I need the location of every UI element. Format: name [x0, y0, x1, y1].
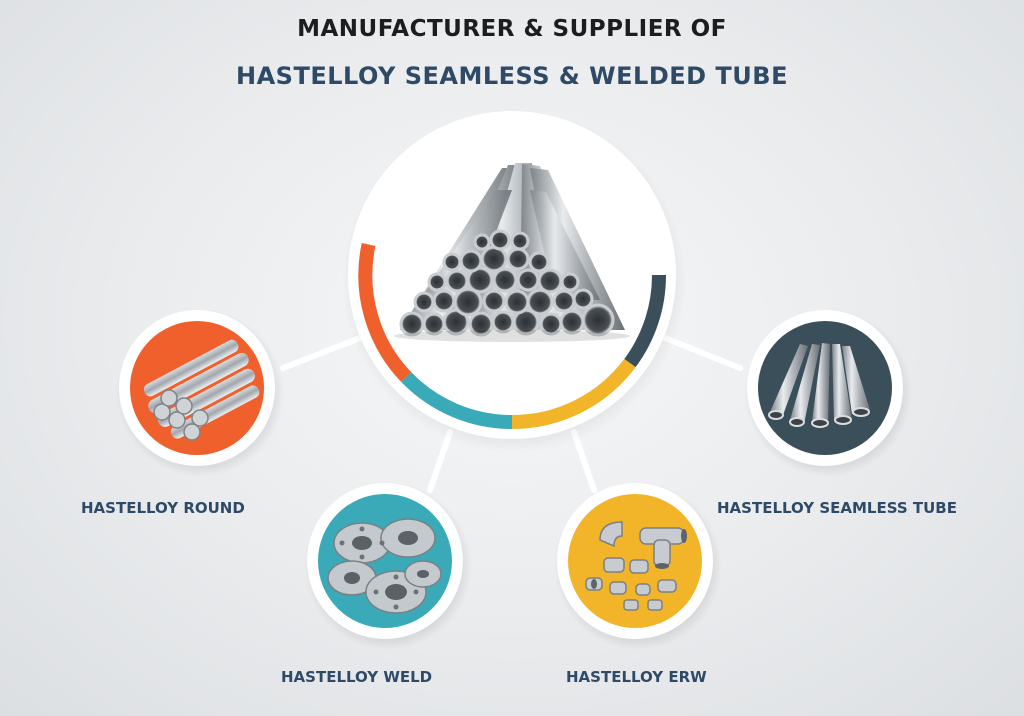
product-seamless-tube	[744, 309, 912, 477]
header-line1: MANUFACTURER & SUPPLIER OF	[297, 16, 727, 42]
hub-arc-yellow	[511, 358, 636, 430]
round-bars-icon	[143, 339, 260, 441]
product-weld	[304, 482, 472, 650]
seamless-tubes-icon	[768, 343, 870, 428]
label-hastelloy-round: HASTELLOY ROUND	[81, 499, 245, 517]
label-hastelloy-erw: HASTELLOY ERW	[566, 668, 707, 686]
hub-arc-orange	[358, 243, 412, 382]
product-round	[116, 309, 284, 477]
header-line2: HASTELLOY SEAMLESS & WELDED TUBE	[236, 62, 788, 90]
label-hastelloy-weld: HASTELLOY WELD	[281, 668, 433, 686]
hub-arc-slate	[624, 274, 667, 368]
pipe-stack-icon	[394, 163, 630, 342]
label-hastelloy-seamless-tube: HASTELLOY SEAMLESS TUBE	[717, 499, 957, 517]
flanges-icon	[327, 518, 442, 614]
central-hub	[342, 109, 686, 453]
hub-arc-teal	[401, 372, 513, 429]
pipe-fittings-icon	[585, 521, 687, 611]
product-erw	[554, 482, 722, 650]
